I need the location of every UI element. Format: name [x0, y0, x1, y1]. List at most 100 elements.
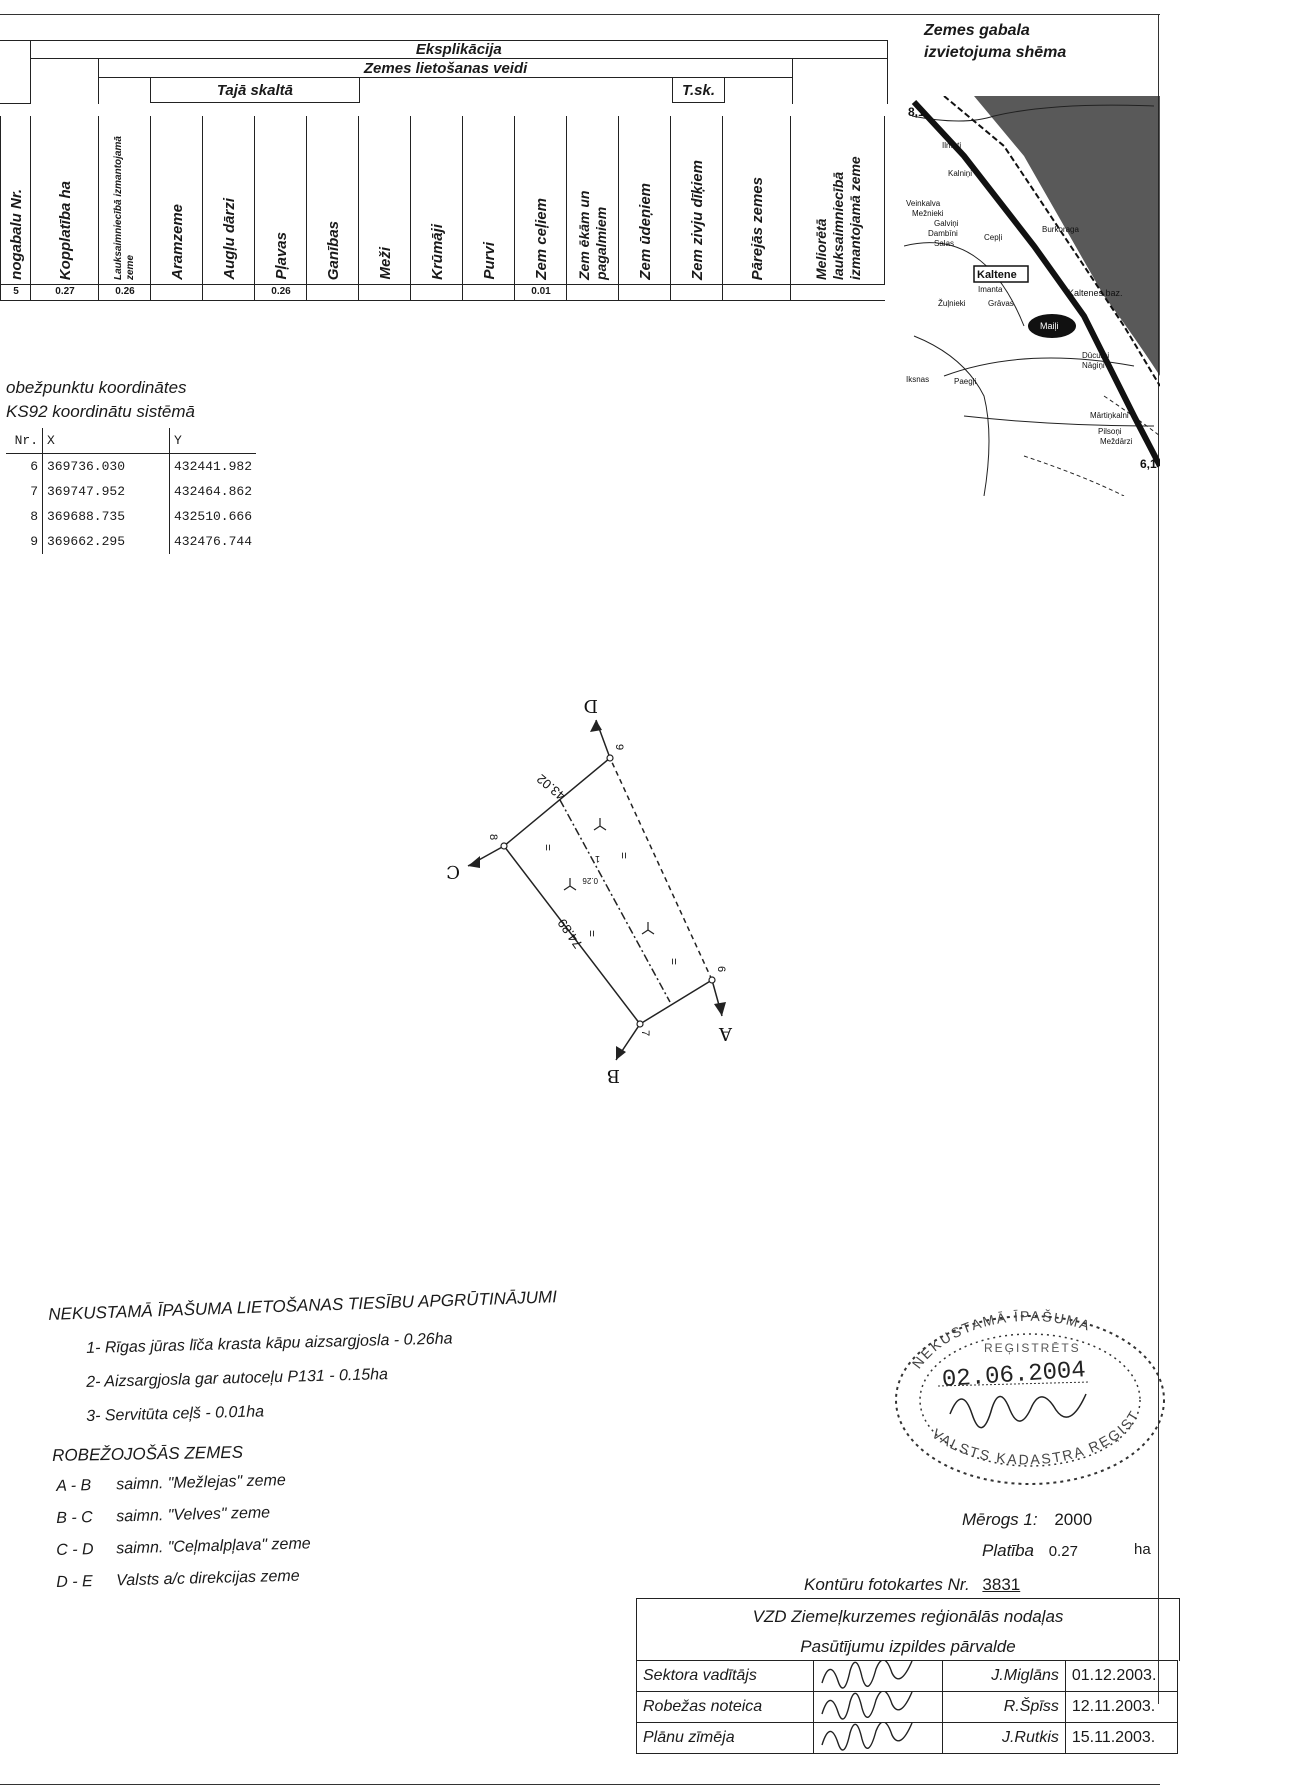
- plan-length-side: 74.89: [554, 916, 585, 951]
- explication-value-15: [790, 284, 885, 301]
- scale-row: Mērogs 1: 2000: [962, 1510, 1092, 1530]
- boundary-8-7: [503, 845, 641, 1025]
- map-label-iksnas: Iksnas: [906, 375, 929, 384]
- scale-label: Mērogs 1:: [962, 1510, 1038, 1529]
- coord-x: 369736.030: [42, 453, 170, 479]
- handwritten-signature: [821, 1692, 913, 1720]
- scheme-title-line2: izvietojuma shēma: [924, 44, 1067, 61]
- boundary-7-6: [639, 979, 713, 1025]
- boundary-6-9-dashed: [609, 757, 713, 981]
- map-label-pilsoni: Pilsoņi: [1098, 427, 1122, 436]
- explication-header-4: Augļu dārzi: [202, 116, 255, 285]
- map-label-8-1: 8,1: [908, 105, 925, 119]
- coord-y: 432441.982: [174, 459, 253, 474]
- bordering-text: saimn. "Ceļmalpļava" zeme: [115, 1535, 311, 1558]
- signature-name: J.Rutkis: [942, 1722, 1066, 1754]
- bordering-text: Valsts a/c direkcijas zeme: [115, 1567, 300, 1590]
- explication-value-11: [566, 284, 619, 301]
- map-label-veinkalva: Veinkalva: [906, 199, 941, 208]
- scale-value: 2000: [1054, 1510, 1093, 1529]
- encumbrances-list: 1- Rīgas jūras līča krasta kāpu aizsargj…: [86, 1330, 646, 1442]
- explication-value-7: [358, 284, 411, 301]
- explication-value-4: [202, 284, 255, 301]
- servitude-dashdot: [559, 799, 671, 1003]
- plan-letter-b: B: [607, 1065, 620, 1086]
- explication-header-7: Meži: [358, 116, 411, 285]
- coordinates-title-line2: KS92 koordinātu sistēmā: [6, 402, 195, 421]
- map-label-ducumi: Dūcumi: [1082, 351, 1109, 360]
- handwritten-signature: [821, 1661, 913, 1689]
- office-box: VZD Ziemeļkurzemes reģionālās nodaļas Pa…: [636, 1598, 1180, 1661]
- coord-nr: 8: [6, 504, 43, 529]
- explication-value-10: 0.01: [514, 284, 567, 301]
- explication-header-label: nogabalu Nr.: [7, 189, 25, 280]
- bordering-text: saimn. "Mežlejas" zeme: [115, 1471, 287, 1494]
- plan-point-7: 7: [639, 1030, 651, 1036]
- map-label-mezdarzi: Meždārzi: [1100, 437, 1133, 446]
- explication-header-label: Meži: [376, 247, 394, 280]
- signature-mark: [812, 1722, 944, 1754]
- group-of-which: Tajā skaltā: [150, 77, 360, 103]
- explication-header-label: Zem ēkām un pagalmiem: [576, 190, 609, 280]
- explication-header-2: Lauksaimniecībā izmantojamā zeme: [98, 116, 151, 285]
- explication-header-12: Zem ūdeņiem: [618, 116, 671, 285]
- map-label-cepli: Cepļi: [984, 233, 1002, 242]
- explication-value-5: 0.26: [254, 284, 307, 301]
- explication-subtitle: Zemes lietošanas veidi: [97, 58, 794, 78]
- bordering-title: ROBEŽOJOŠĀS ZEMES: [52, 1442, 244, 1465]
- plan-letter-c: C: [446, 861, 460, 882]
- photomap-value: 3831: [982, 1575, 1021, 1594]
- coordinates-header-row: Nr. X Y: [6, 428, 257, 454]
- coordinates-title-line1: obežpunktu koordinātes: [6, 378, 187, 397]
- explication-header-0: nogabalu Nr.: [0, 116, 31, 285]
- explication-header-label: Zem zivju dīķiem: [688, 159, 706, 280]
- plan-parcel-label: 1: [595, 854, 600, 864]
- area-row: Platība 0.27 ha: [982, 1541, 1162, 1561]
- plan-length-top: 43.02: [534, 771, 569, 803]
- signature-date: 12.11.2003.: [1064, 1691, 1179, 1723]
- bordering-code: B - C: [56, 1509, 93, 1527]
- frame-right-line: [1158, 14, 1159, 1704]
- plan-parcel-area: 0.26: [582, 876, 598, 885]
- handwritten-signature: [821, 1723, 913, 1751]
- coord-nr: 6: [6, 453, 43, 479]
- map-label-maili: Maiļi: [1040, 321, 1059, 331]
- explication-title: Eksplikācija: [29, 40, 889, 59]
- coord-header-nr: Nr.: [6, 428, 43, 454]
- office-line1: VZD Ziemeļkurzemes reģionālās nodaļas: [752, 1607, 1064, 1626]
- explication-header-label: Pārejās zemes: [748, 176, 766, 280]
- stamp-middle: REĢISTRĒTS: [984, 1341, 1081, 1355]
- signature-role: Robežas noteica: [636, 1691, 814, 1723]
- coord-y: 432476.744: [174, 534, 253, 549]
- explication-value-0: 5: [0, 284, 31, 301]
- hatch-3: =: [585, 930, 599, 937]
- explication-header-9: Purvi: [462, 116, 515, 285]
- hatch-1: =: [541, 844, 555, 851]
- explication-value-3: [150, 284, 203, 301]
- map-label-dambini: Dambīni: [928, 229, 958, 238]
- scheme-title-line1: Zemes gabala: [924, 22, 1030, 39]
- area-label: Platība: [982, 1541, 1034, 1560]
- map-label-kalnini: Kalniņi: [948, 169, 972, 178]
- explication-value-6: [306, 284, 359, 301]
- map-label-gravas: Grāvas: [988, 299, 1014, 308]
- explication-header-5: Pļavas: [254, 116, 307, 285]
- explication-value-2: 0.26: [98, 284, 151, 301]
- plan-letter-d: D: [584, 695, 598, 716]
- coord-y: 432464.862: [174, 484, 253, 499]
- explication-header-11: Zem ēkām un pagalmiem: [566, 116, 619, 285]
- signature-mark: [812, 1660, 944, 1692]
- office-line2: Pasūtījumu izpildes pārvalde: [800, 1637, 1016, 1656]
- stamp-date: 02.06.2004: [941, 1357, 1087, 1394]
- registry-stamp: NEKUSTAMĀ ĪPAŠUMA VALSTS KADASTRA REĢIST…: [880, 1296, 1165, 1485]
- hatch-4: =: [667, 958, 681, 965]
- signature-mark: [812, 1691, 944, 1723]
